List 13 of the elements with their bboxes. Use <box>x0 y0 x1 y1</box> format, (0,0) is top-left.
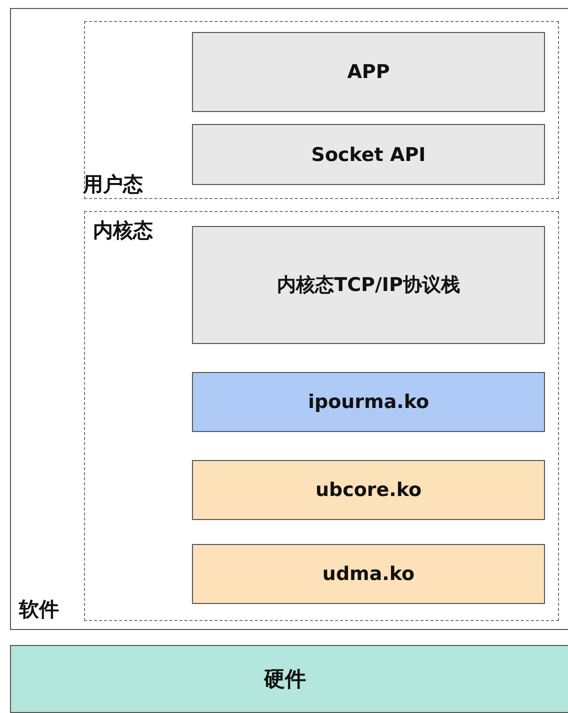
software-layer-panel <box>10 8 568 630</box>
dashed-group-frame <box>84 21 559 199</box>
layer-label: 内核态 <box>93 218 153 242</box>
layer-label: 软件 <box>19 597 59 621</box>
layer-label: 用户态 <box>83 172 143 196</box>
module-box: ubcore.ko <box>192 460 545 520</box>
layer-box: Socket API <box>192 124 545 185</box>
hardware-layer-box: 硬件 <box>10 645 568 713</box>
dashed-group-frame <box>84 211 559 621</box>
module-box: udma.ko <box>192 544 545 604</box>
module-box: ipourma.ko <box>192 372 545 432</box>
layer-box: APP <box>192 32 545 112</box>
layer-box: 内核态TCP/IP协议栈 <box>192 226 545 344</box>
